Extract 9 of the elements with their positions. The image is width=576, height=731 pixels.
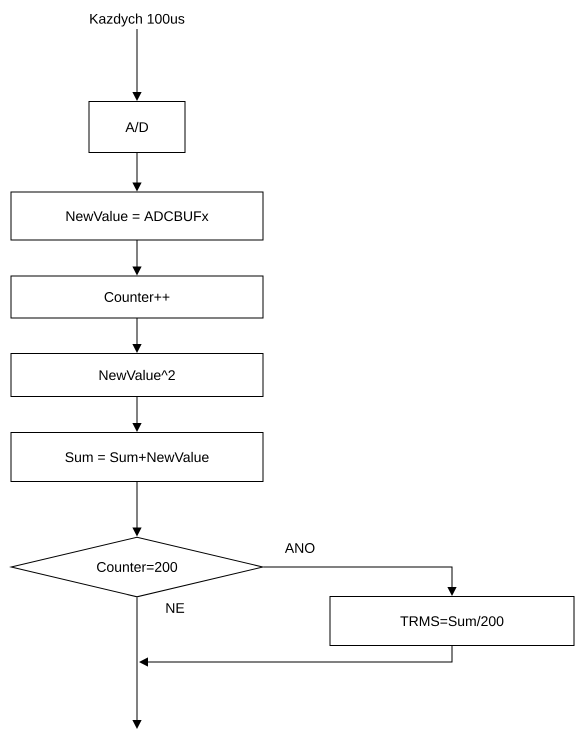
- process-box: TRMS=Sum/200: [330, 596, 574, 646]
- edge-label: ANO: [284, 542, 316, 554]
- process-box: A/D: [88, 101, 186, 153]
- process-box: NewValue = ADCBUFx: [10, 192, 264, 240]
- process-box: Sum = Sum+NewValue: [10, 432, 264, 482]
- start-label: Kazdych 100us: [90, 13, 184, 27]
- process-box: NewValue^2: [10, 353, 264, 397]
- process-box: Counter++: [10, 276, 264, 318]
- edge-label: NE: [164, 602, 186, 614]
